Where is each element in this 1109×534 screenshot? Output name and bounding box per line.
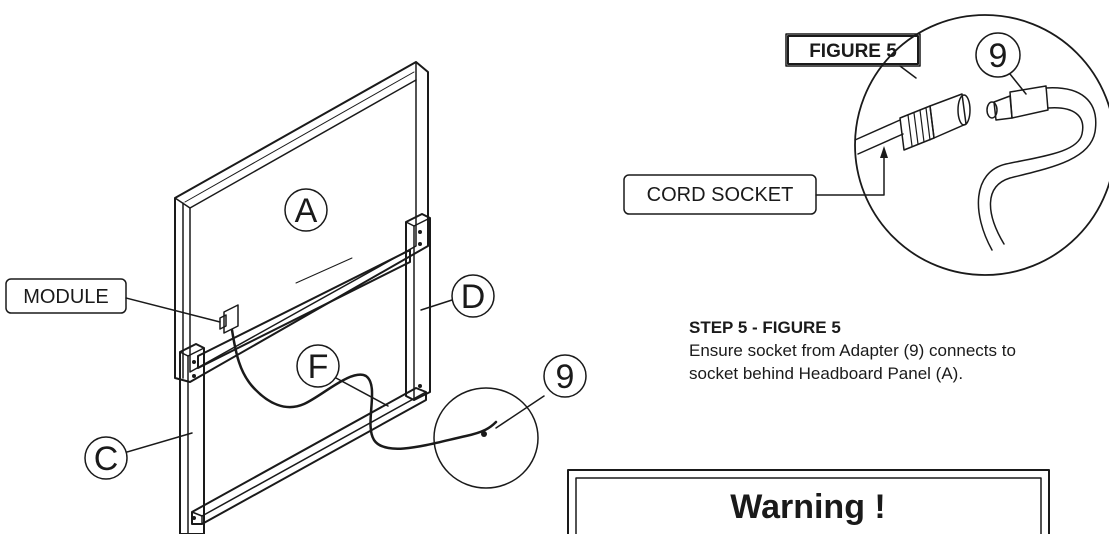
module-cord [230,328,498,451]
callout-c: C [84,432,193,480]
bolt-hole [192,516,196,520]
headboard-panel [174,61,429,383]
warning-box: Warning ! [567,469,1050,534]
cord-socket-point [481,431,487,437]
lower-rail-f [191,387,427,525]
svg-text:C: C [94,440,119,478]
bolt-hole [418,384,422,388]
callout-d: D [420,274,495,318]
leg-c [179,343,205,534]
cord-socket-label: CORD SOCKET [623,146,888,215]
step-instructions: STEP 5 - FIGURE 5 Ensure socket from Ada… [689,318,1016,383]
step-text-line2: socket behind Headboard Panel (A). [689,364,963,383]
callout-9: 9 [543,354,587,398]
svg-text:A: A [295,192,318,230]
step-text-line1: Ensure socket from Adapter (9) connects … [689,341,1016,360]
module-label: MODULE [5,278,221,323]
detail-circle [433,387,539,489]
bolt-hole [192,374,196,378]
svg-text:MODULE: MODULE [23,286,109,308]
callout-a: A [284,188,328,232]
svg-text:CORD SOCKET: CORD SOCKET [647,184,794,206]
svg-text:9: 9 [989,37,1008,75]
svg-text:FIGURE 5: FIGURE 5 [809,41,897,62]
step-title: STEP 5 - FIGURE 5 [689,318,841,337]
callout-f: F [296,344,389,407]
module [219,304,239,334]
leg-d [405,213,431,401]
figure-5-detail: 9 FIGURE 5 [785,14,1109,276]
panel-line [295,257,353,284]
svg-text:F: F [308,348,329,386]
svg-text:9: 9 [556,358,575,396]
svg-text:D: D [461,278,486,316]
bolt-hole [192,360,196,364]
bolt-hole [418,230,422,234]
warning-title: Warning ! [730,488,886,526]
upper-cross-rail [197,249,411,369]
bolt-hole [418,242,422,246]
